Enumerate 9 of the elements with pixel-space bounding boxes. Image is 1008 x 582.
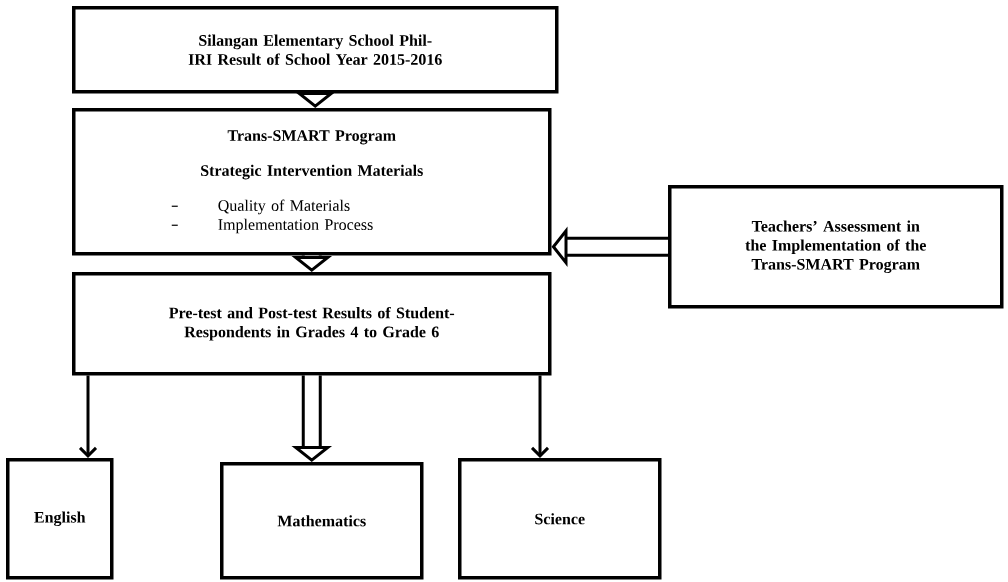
arrow	[530, 375, 550, 458]
text-box: Teachers’ Assessment in the Implementation of the Trans-SMART Program	[668, 185, 1004, 309]
text-box: Trans-SMART Program Strategic Intervention Materials Quality of Materials Implementation Process	[72, 108, 552, 256]
text-box: Pre-test and Post-test Results of Student-Respondents in Grades 4 to Grade 6	[72, 272, 552, 376]
text-box: Science	[458, 458, 662, 580]
text-box: Silangan Elementary School Phil-IRI Result of School Year 2015-2016	[72, 6, 559, 94]
text-box: English	[6, 458, 114, 580]
arrow	[78, 375, 98, 458]
text-box: Mathematics	[220, 462, 424, 580]
